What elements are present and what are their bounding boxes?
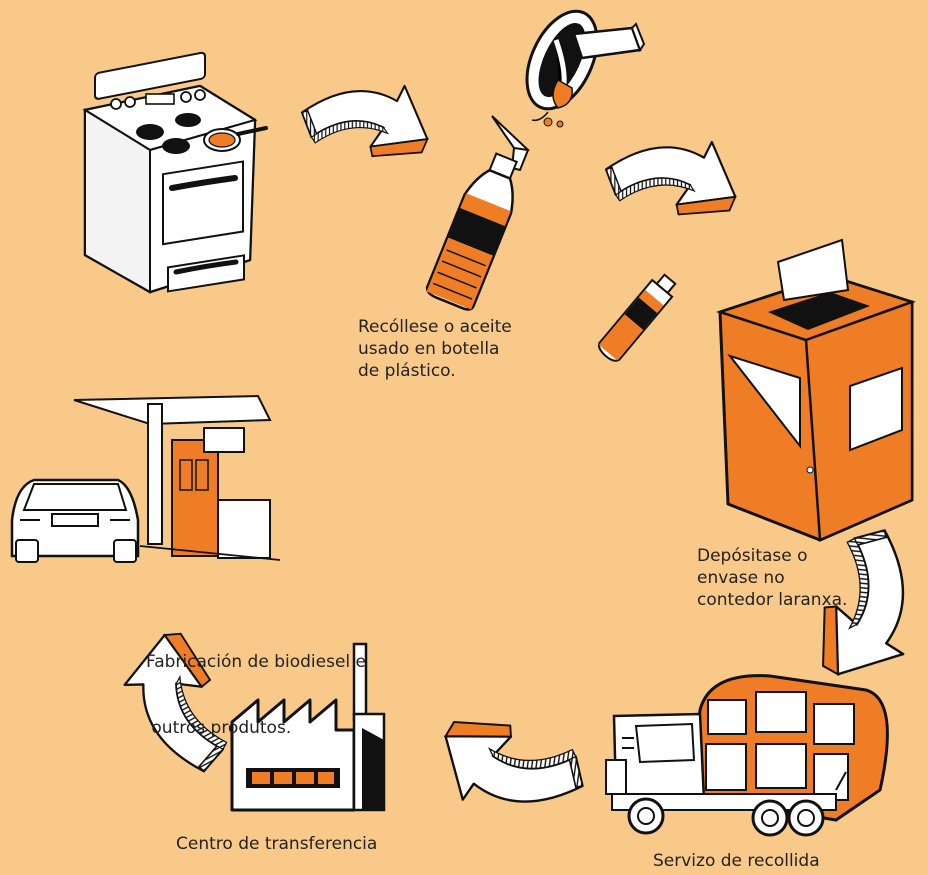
cycle-arrow-2 bbox=[606, 142, 735, 215]
oil-bottle-icon bbox=[425, 0, 644, 311]
caption-line: envase no bbox=[697, 567, 847, 589]
stove-icon bbox=[85, 52, 266, 292]
caption-line: Servizo de recollida bbox=[653, 850, 820, 872]
gas-station-car-icon bbox=[12, 396, 280, 562]
caption-line: contedor laranxa. bbox=[697, 589, 847, 611]
caption-line: usado en botella bbox=[358, 338, 512, 360]
collection-truck-icon bbox=[606, 676, 887, 835]
caption-line: Centro de transferencia bbox=[176, 833, 377, 855]
caption-station: Fabricación de biodiesel e outros produt… bbox=[146, 607, 366, 761]
caption-factory: Centro de transferencia bbox=[176, 833, 377, 855]
orange-container-icon bbox=[596, 240, 912, 540]
caption-line: Fabricación de biodiesel e bbox=[146, 651, 366, 673]
caption-line: outros produtos. bbox=[146, 717, 366, 739]
cycle-arrow-4 bbox=[437, 717, 589, 816]
caption-truck: Servizo de recollida bbox=[653, 850, 820, 872]
caption-line: Recóllese o aceite bbox=[358, 316, 512, 338]
caption-line: de plástico. bbox=[358, 360, 512, 382]
caption-line: Depósitase o bbox=[697, 545, 847, 567]
caption-container: Depósitase o envase no contedor laranxa. bbox=[697, 545, 847, 611]
cycle-arrow-1 bbox=[302, 86, 427, 156]
caption-bottle: Recóllese o aceite usado en botella de p… bbox=[358, 316, 512, 382]
